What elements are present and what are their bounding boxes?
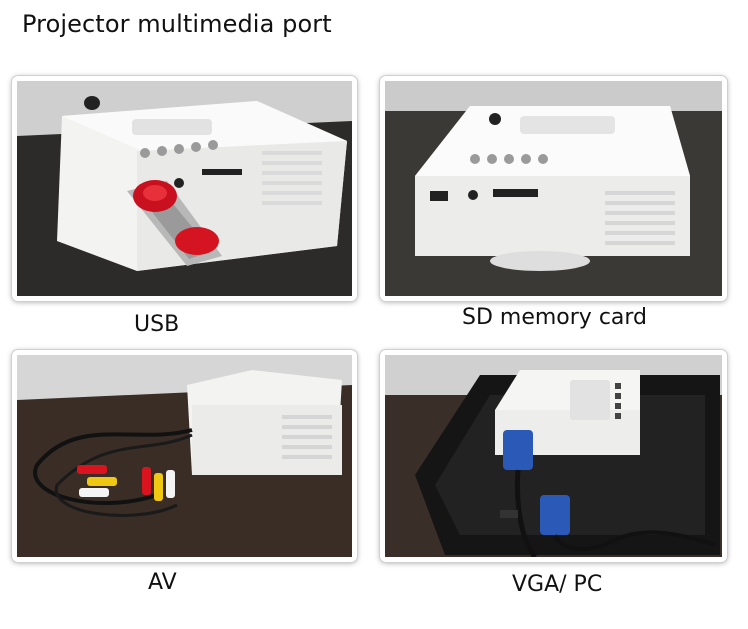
page-title: Projector multimedia port bbox=[22, 10, 332, 38]
sd-card-photo-panel bbox=[380, 76, 727, 301]
usb-photo bbox=[17, 81, 352, 296]
vga-pc-photo-panel bbox=[380, 350, 727, 562]
av-photo-panel bbox=[12, 350, 357, 562]
av-caption: AV bbox=[148, 570, 177, 595]
vga-pc-photo bbox=[385, 355, 722, 557]
usb-caption: USB bbox=[134, 312, 180, 337]
av-photo bbox=[17, 355, 352, 557]
vga-pc-caption: VGA/ PC bbox=[512, 572, 603, 597]
sd-memory-card-caption: SD memory card bbox=[462, 305, 648, 330]
usb-photo-panel bbox=[12, 76, 357, 301]
sd-card-photo bbox=[385, 81, 722, 296]
